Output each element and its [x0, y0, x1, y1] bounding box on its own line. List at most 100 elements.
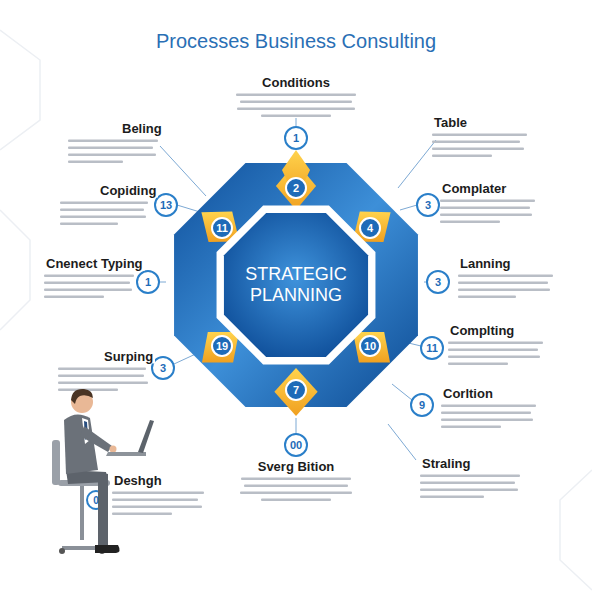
body-line: [58, 368, 146, 371]
body-line: [420, 489, 518, 492]
page-title: Processes Business Consulting: [156, 30, 436, 53]
callout-number: 3: [435, 276, 441, 288]
leader-line: [159, 282, 166, 283]
number-circle: [212, 218, 232, 238]
leader-lines: [159, 118, 436, 460]
number-circle: [421, 337, 443, 359]
center-node: STRATEGIC PLANNING: [226, 230, 366, 340]
step-heading: Straling: [420, 456, 472, 471]
body-line: [261, 115, 331, 118]
body-line: [60, 209, 144, 212]
callout-number: 11: [426, 342, 438, 354]
body-line: [44, 275, 134, 278]
body-line: [458, 275, 553, 278]
number-circle: [360, 218, 380, 238]
body-line: [458, 282, 548, 285]
body-line: [440, 221, 500, 224]
leader-line: [296, 418, 297, 434]
step-heading: Table: [432, 115, 469, 130]
body-line: [458, 296, 516, 299]
step-heading: Complting: [448, 323, 516, 338]
step-heading: Corltion: [441, 386, 495, 401]
center-title: STRATEGIC PLANNING: [226, 264, 366, 305]
step-heading: Complater: [440, 181, 508, 196]
number-circle: [152, 357, 174, 379]
callout-number: 1: [293, 132, 299, 144]
step-heading: Beling: [120, 121, 164, 136]
callout-number: 3: [425, 199, 431, 211]
body-line: [448, 356, 540, 359]
body-line: [112, 506, 202, 509]
callout-number: 9: [419, 399, 425, 411]
body-line: [441, 405, 536, 408]
leader-line: [392, 384, 412, 400]
body-line: [68, 147, 153, 150]
body-line: [60, 202, 148, 205]
yellow-tab: [282, 150, 310, 200]
leader-line: [400, 205, 417, 210]
body-line: [112, 492, 204, 495]
strategy-wheel: [174, 150, 418, 416]
body-line: [448, 349, 538, 352]
body-line: [58, 375, 144, 378]
body-line: [441, 412, 531, 415]
callout-circles: [87, 127, 449, 509]
consultant-figure: [52, 389, 154, 554]
body-line: [44, 296, 104, 299]
callout-number: 19: [216, 340, 228, 352]
background-lines: [0, 30, 592, 590]
callout-number: 1: [145, 276, 151, 288]
body-line: [60, 216, 146, 219]
number-circle: [427, 271, 449, 293]
callout-number: 00: [290, 439, 302, 451]
callout-number: 2: [293, 182, 299, 194]
callout-number: 4: [367, 222, 373, 234]
body-line: [112, 513, 172, 516]
number-circle: [285, 127, 307, 149]
yellow-tab: [274, 368, 317, 416]
number-circle: [360, 336, 380, 356]
step-heading: Deshgh: [112, 473, 164, 488]
number-circle: [411, 394, 433, 416]
leader-line: [388, 424, 416, 460]
body-line: [44, 282, 130, 285]
body-line: [432, 155, 492, 158]
body-line: [420, 482, 515, 485]
number-circle: [286, 380, 306, 400]
step-heading: Sverg Bition: [256, 459, 337, 474]
number-circle: [212, 336, 232, 356]
callout-number: 3: [160, 362, 166, 374]
body-line: [236, 94, 356, 97]
callout-number: 11: [216, 222, 228, 234]
body-line: [68, 140, 158, 143]
body-line: [448, 342, 543, 345]
body-line: [240, 101, 352, 104]
body-line: [441, 419, 533, 422]
body-line: [458, 289, 550, 292]
white-ring: [217, 206, 376, 365]
body-line: [244, 485, 348, 488]
step-heading: Cnenect Typing: [44, 256, 145, 271]
body-line: [240, 492, 352, 495]
callout-number: 0: [93, 495, 99, 506]
leader-line: [398, 140, 436, 188]
step-heading: Copiding: [98, 183, 158, 198]
body-line: [60, 223, 118, 226]
body-line: [112, 499, 198, 502]
body-line: [420, 496, 484, 499]
number-circle: [137, 271, 159, 293]
body-line: [441, 426, 501, 429]
leader-line: [296, 118, 297, 126]
body-line: [68, 154, 156, 157]
number-circle: [417, 194, 439, 216]
callout-number: 7: [293, 384, 299, 396]
body-line: [440, 207, 530, 210]
callout-number: 13: [160, 199, 172, 211]
number-circle: [285, 434, 307, 456]
body-line: [432, 141, 520, 144]
body-line: [432, 148, 524, 151]
body-line: [261, 499, 331, 502]
step-heading: Lanning: [458, 256, 513, 271]
body-line: [58, 382, 148, 385]
